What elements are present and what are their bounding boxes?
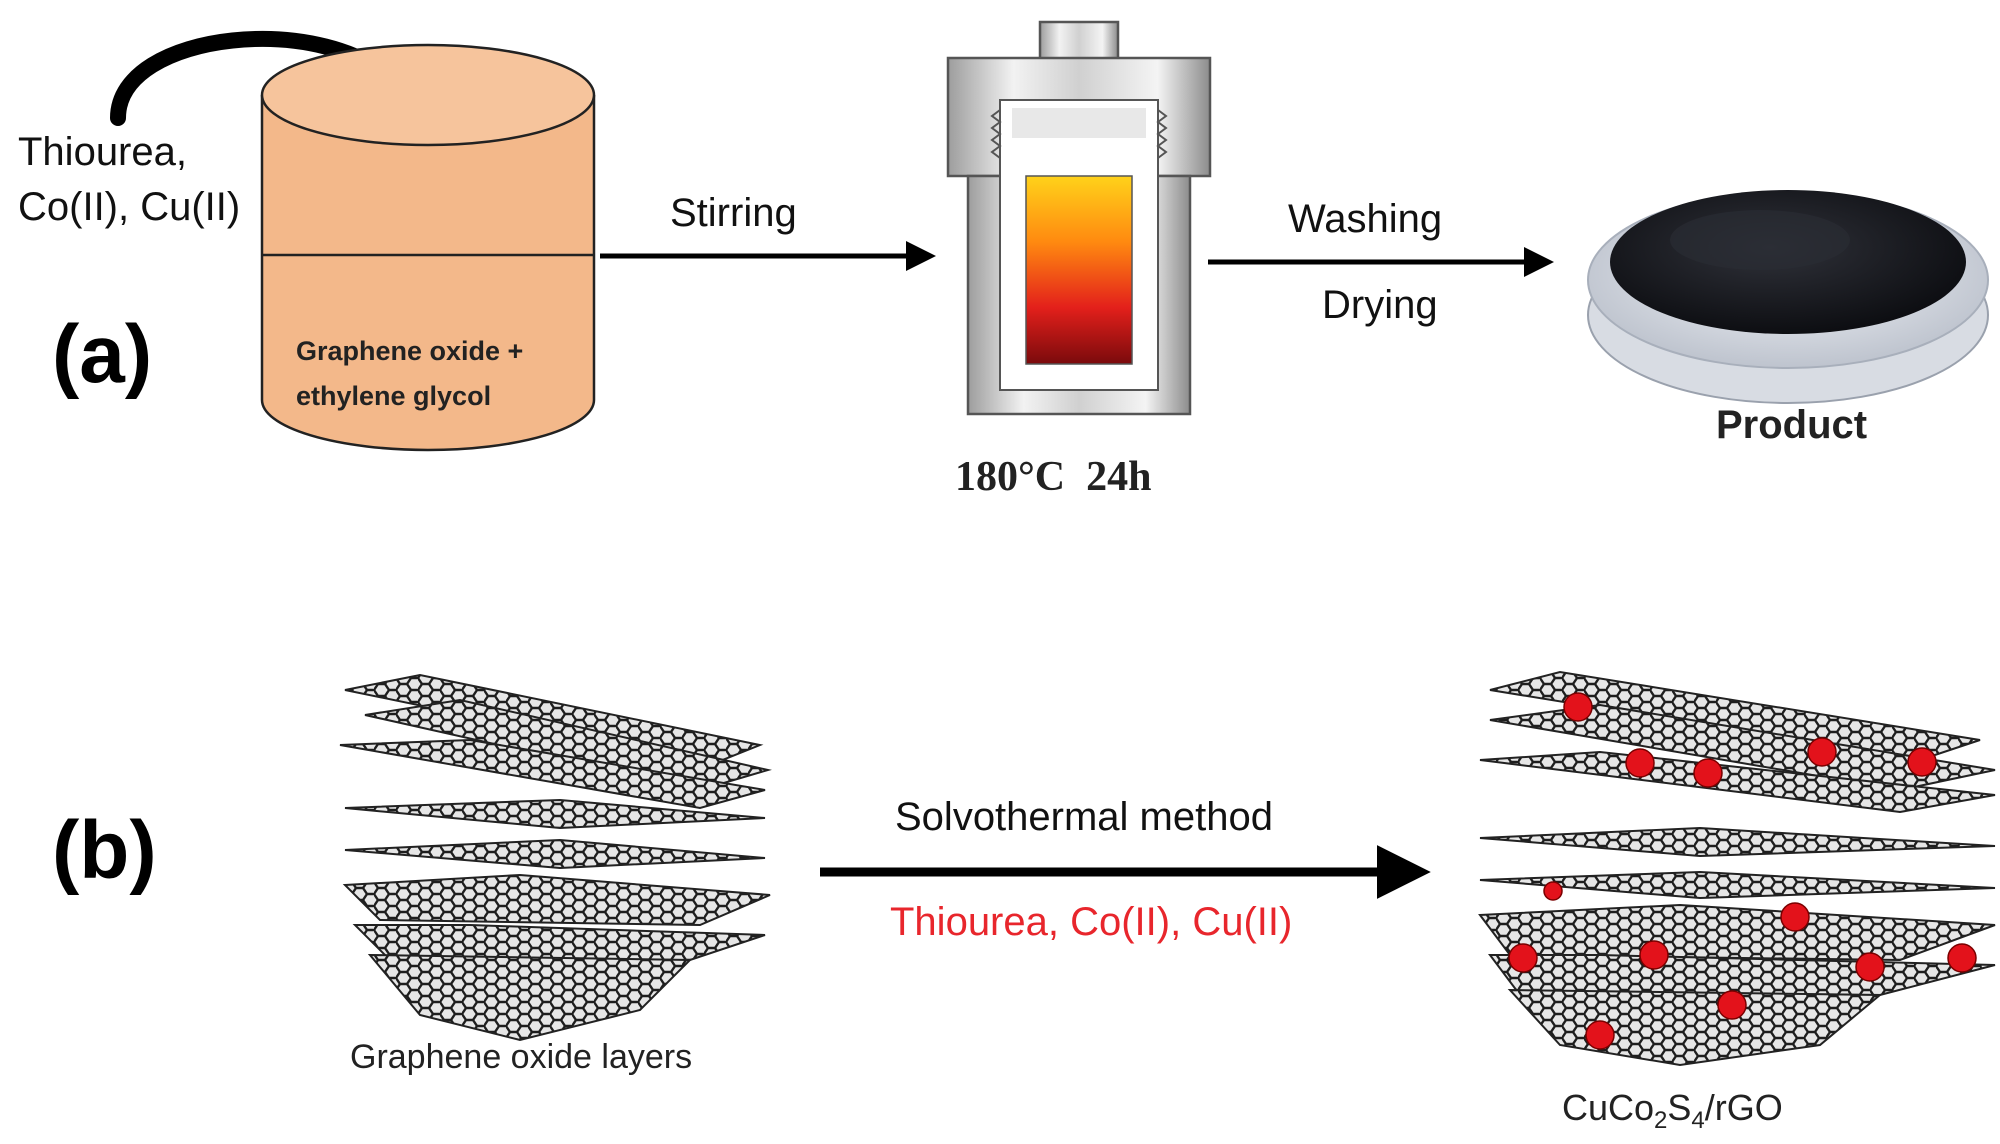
particle <box>1693 758 1723 788</box>
particle <box>1543 881 1563 901</box>
particle <box>1585 1020 1615 1050</box>
method-label: Solvothermal method <box>895 795 1273 839</box>
product-dish <box>1587 190 1989 404</box>
particle <box>1780 902 1810 932</box>
particle <box>1508 943 1538 973</box>
panel-a: (a) Thiourea, Co(II), Cu(II) Graphene ox… <box>18 20 1989 500</box>
panel-b-label: (b) <box>52 805 157 896</box>
panel-a-label: (a) <box>52 309 152 400</box>
particle <box>1947 943 1977 973</box>
reagents-line-2: Co(II), Cu(II) <box>18 185 240 229</box>
reactor-conditions: 180°C 24h <box>955 454 1152 500</box>
cuco2s4-particles <box>1508 692 1977 1050</box>
particle <box>1807 737 1837 767</box>
particle <box>1907 747 1937 777</box>
particle <box>1717 990 1747 1020</box>
particle <box>1639 940 1669 970</box>
particle <box>1855 952 1885 982</box>
product-label: Product <box>1716 403 1867 447</box>
reagents-label-b: Thiourea, Co(II), Cu(II) <box>890 900 1292 944</box>
particle <box>1563 692 1593 722</box>
beaker <box>260 43 596 452</box>
beaker-contents-line-2: ethylene glycol <box>296 381 491 411</box>
autoclave-reactor <box>946 20 1212 416</box>
particle <box>1625 748 1655 778</box>
start-material-label: Graphene oxide layers <box>350 1038 692 1076</box>
product-label-b: CuCo2S4/rGO <box>1562 1087 1783 1134</box>
reagents-line-1: Thiourea, <box>18 130 187 174</box>
washing-label: Washing <box>1288 197 1442 241</box>
graphene-oxide-layers <box>339 673 772 1042</box>
beaker-contents-line-1: Graphene oxide + <box>296 336 523 366</box>
panel-b: (b) Graphene oxide layers Solvothermal m… <box>52 670 1996 1134</box>
stirring-label: Stirring <box>670 191 797 235</box>
drying-label: Drying <box>1322 283 1438 327</box>
